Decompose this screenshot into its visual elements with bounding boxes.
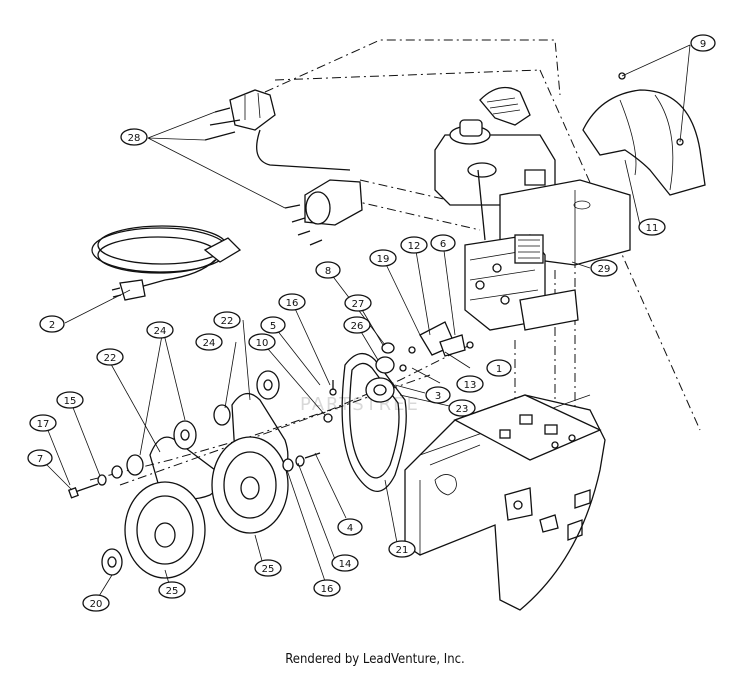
- svg-text:15: 15: [64, 396, 77, 407]
- svg-text:19: 19: [377, 254, 390, 265]
- label-28: 28: [120, 128, 148, 146]
- label-22a: 22: [96, 348, 124, 366]
- label-8: 8: [315, 261, 341, 279]
- label-11: 11: [638, 218, 666, 236]
- label-16a: 16: [278, 293, 306, 311]
- svg-text:16: 16: [286, 298, 299, 309]
- svg-text:16: 16: [321, 584, 334, 595]
- label-5: 5: [260, 316, 286, 334]
- svg-text:25: 25: [262, 564, 275, 575]
- label-7: 7: [27, 449, 53, 467]
- svg-text:24: 24: [203, 338, 216, 349]
- label-22b: 22: [213, 311, 241, 329]
- svg-text:17: 17: [37, 419, 50, 430]
- label-26: 26: [343, 316, 371, 334]
- label-2: 2: [39, 315, 65, 333]
- label-23: 23: [448, 399, 476, 417]
- svg-text:26: 26: [351, 321, 364, 332]
- svg-text:14: 14: [339, 559, 352, 570]
- electric-starter: [204, 89, 363, 246]
- label-13: 13: [456, 375, 484, 393]
- svg-text:13: 13: [464, 380, 477, 391]
- svg-text:22: 22: [221, 316, 234, 327]
- parts-diagram: PARTSTREE: [27, 34, 716, 612]
- label-1: 1: [486, 359, 512, 377]
- svg-text:11: 11: [646, 223, 659, 234]
- label-10: 10: [248, 333, 276, 351]
- label-24b: 24: [195, 333, 223, 351]
- svg-text:20: 20: [90, 599, 103, 610]
- svg-text:7: 7: [37, 454, 43, 465]
- label-21: 21: [388, 540, 416, 558]
- label-24a: 24: [146, 321, 174, 339]
- label-14: 14: [331, 554, 359, 572]
- svg-text:23: 23: [456, 404, 469, 415]
- svg-text:24: 24: [154, 326, 167, 337]
- render-credit: Rendered by LeadVenture, Inc.: [285, 652, 465, 667]
- svg-text:10: 10: [256, 338, 269, 349]
- hardware-washers-bolts: [67, 341, 474, 499]
- svg-text:9: 9: [700, 39, 706, 50]
- label-27: 27: [344, 294, 372, 312]
- svg-text:4: 4: [347, 523, 353, 534]
- label-29: 29: [590, 259, 618, 277]
- svg-text:3: 3: [435, 391, 441, 402]
- label-6: 6: [430, 234, 456, 252]
- label-4: 4: [337, 518, 363, 536]
- label-20: 20: [82, 594, 110, 612]
- label-17: 17: [29, 414, 57, 432]
- svg-text:21: 21: [396, 545, 409, 556]
- svg-text:28: 28: [128, 133, 141, 144]
- svg-text:6: 6: [440, 239, 446, 250]
- svg-text:22: 22: [104, 353, 117, 364]
- label-12: 12: [400, 236, 428, 254]
- label-25b: 25: [254, 559, 282, 577]
- label-19: 19: [369, 249, 397, 267]
- shroud-part: [582, 72, 706, 196]
- label-9: 9: [690, 34, 716, 52]
- svg-text:1: 1: [496, 364, 502, 375]
- label-15: 15: [56, 391, 84, 409]
- svg-text:2: 2: [49, 320, 55, 331]
- label-25a: 25: [158, 581, 186, 599]
- svg-text:27: 27: [352, 299, 365, 310]
- power-cord: [91, 225, 242, 301]
- watermark-text: PARTSTREE: [300, 394, 420, 415]
- frame-housing: [404, 394, 606, 611]
- svg-text:29: 29: [598, 264, 611, 275]
- label-3: 3: [425, 386, 451, 404]
- svg-text:12: 12: [408, 241, 421, 252]
- label-16b: 16: [313, 579, 341, 597]
- svg-text:5: 5: [270, 321, 276, 332]
- pulleys: [101, 321, 466, 579]
- svg-text:8: 8: [325, 266, 331, 277]
- svg-text:25: 25: [166, 586, 179, 597]
- part-labels: 28 9 11 29 2 19 12 6 8 16 27 5 26 22 10 …: [27, 34, 716, 612]
- engine-assembly: [434, 86, 631, 331]
